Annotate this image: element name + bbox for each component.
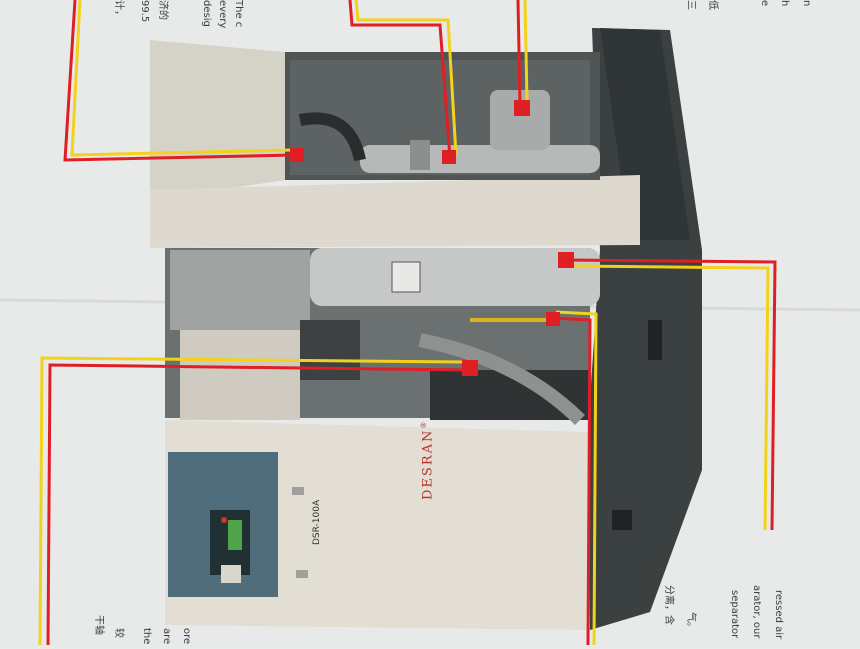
callout-line-6-yellow: [555, 310, 598, 646]
side-slot: [648, 320, 662, 360]
callout-line-4-red: [564, 258, 777, 531]
text-top-en-1: every: [217, 0, 228, 29]
text-left-bottom-1: 较: [113, 628, 124, 638]
text-top-cn-2: 济的: [157, 0, 168, 20]
side-vent: [612, 510, 632, 530]
model-label: DSR-100A: [312, 499, 322, 545]
coupling: [300, 320, 360, 380]
callout-line-3-red: [516, 0, 522, 106]
callout-line-5-yellow: [38, 356, 466, 646]
nameplate: [221, 565, 241, 583]
brand-mark: ®: [420, 419, 428, 429]
tank-label: [391, 261, 421, 293]
door-latch-top: [292, 487, 304, 495]
emergency-stop-button: [221, 517, 227, 523]
callout-marker-separator: [442, 150, 456, 164]
motor-bracket: [170, 250, 310, 330]
controller-screen: [228, 520, 242, 550]
air-end-housing: [490, 90, 550, 150]
callout-lines: [38, 0, 777, 646]
brand-logo-text: DESRAN®: [420, 420, 435, 500]
brand-name: DESRAN: [420, 428, 436, 500]
text-right-top-4: n: [801, 0, 812, 7]
text-right-bottom-cn-1: 分离，含: [663, 585, 674, 625]
callout-marker-air-end: [514, 100, 530, 116]
text-right-bottom-en-1: arator, our: [751, 585, 762, 639]
door-latch-bottom: [296, 570, 308, 578]
callout-line-3-yellow: [523, 0, 529, 101]
callout-line-2-yellow: [354, 0, 458, 156]
callout-markers: [290, 100, 574, 376]
callout-marker-tank: [558, 252, 574, 268]
text-top-en-2: The c: [233, 0, 244, 28]
callout-line-6-red: [551, 316, 592, 646]
text-right-top-3: h: [779, 0, 790, 7]
text-top-cn-0: 计，: [113, 0, 124, 20]
text-right-bottom-cn-2: 气。: [685, 612, 696, 632]
text-right-top-0: 三: [685, 0, 696, 10]
cabinet-top-left: [150, 40, 285, 200]
text-right-bottom-cn-0: 分离元件: [641, 565, 652, 605]
callout-marker-valve: [546, 312, 560, 326]
flex-hose: [418, 333, 585, 425]
text-left-bottom-4: ore: [181, 628, 192, 645]
text-top-en-0: desig: [201, 0, 212, 27]
air-receiver-tank: [310, 248, 600, 306]
callout-marker-motor: [462, 360, 478, 376]
callout-line-2-red: [348, 0, 452, 159]
text-top-cn-1: 99.5: [139, 0, 150, 23]
text-left-bottom-3: are: [161, 628, 172, 645]
motor-cover: [180, 330, 300, 420]
text-right-top-1: 低: [707, 0, 718, 10]
oil-separator-tube: [360, 145, 600, 173]
text-right-bottom-en-2: ressed air: [773, 590, 784, 640]
callout-marker-intake: [290, 148, 304, 162]
callout-line-1-red: [63, 0, 296, 162]
flange: [410, 140, 430, 170]
callout-line-4-yellow: [571, 264, 770, 531]
callout-line-5-red: [46, 363, 471, 646]
callout-line-1-yellow: [70, 0, 293, 157]
text-left-bottom-0: 干轴: [93, 615, 104, 635]
intake-hose: [298, 112, 366, 162]
text-right-top-2: e: [759, 0, 770, 7]
text-right-bottom-en-0: separator: [729, 590, 740, 639]
text-left-bottom-2: the: [141, 628, 152, 645]
cabinet-mid-rail: [150, 175, 640, 248]
